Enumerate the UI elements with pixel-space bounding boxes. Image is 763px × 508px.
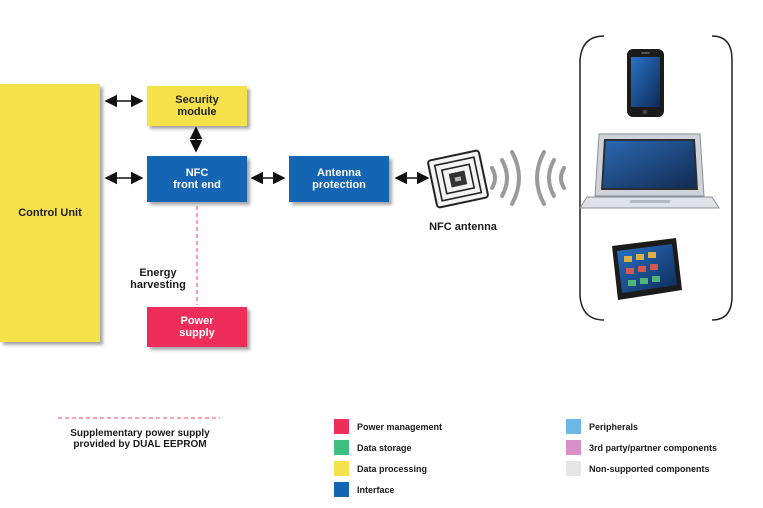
supplementary-power-label: Supplementary power supply provided by D… (70, 428, 210, 450)
nfc-front-end-block: NFC front end (147, 156, 247, 202)
legend-label: 3rd party/partner components (589, 442, 718, 453)
devices-bracket (579, 35, 605, 321)
power-supply-label: Power supply (179, 315, 215, 339)
legend-swatch (334, 440, 349, 455)
legend-item-3rd-party: 3rd party/partner components (566, 440, 717, 455)
legend-label: Data processing (357, 463, 428, 474)
legend-swatch (334, 461, 349, 476)
legend-label: Power management (357, 421, 443, 432)
energy-harvesting-label: Energy harvesting (130, 267, 186, 291)
power-supply-block: Power supply (147, 307, 247, 347)
nfc-antenna-icon (427, 149, 489, 209)
legend-swatch (566, 440, 581, 455)
legend-item-data-storage: Data storage (334, 440, 412, 455)
legend-label: Interface (357, 484, 395, 495)
legend-item-data-processing: Data processing (334, 461, 427, 476)
antenna-protection-label: Antenna protection (312, 167, 366, 191)
nfc-front-end-label: NFC front end (173, 167, 221, 191)
legend-item-power-management: Power management (334, 419, 442, 434)
security-module-block: Security module (147, 86, 247, 126)
legend-label: Non-supported components (589, 463, 710, 474)
legend-swatch (334, 482, 349, 497)
waves-in-icon (535, 150, 566, 206)
legend-label: Peripherals (589, 421, 639, 432)
control-unit-label: Control Unit (18, 207, 82, 219)
tablet-icon (612, 238, 682, 300)
legend-swatch (566, 461, 581, 476)
legend-label: Data storage (357, 442, 412, 453)
security-module-label: Security module (175, 94, 219, 118)
legend-item-interface: Interface (334, 482, 395, 497)
antenna-protection-block: Antenna protection (289, 156, 389, 202)
waves-out-icon (490, 150, 521, 206)
smartphone-icon (627, 49, 664, 117)
devices-bracket-right (711, 35, 733, 321)
legend-item-peripherals: Peripherals (566, 419, 638, 434)
legend-item-non-supported: Non-supported components (566, 461, 710, 476)
laptop-icon (579, 133, 720, 209)
legend-swatch (334, 419, 349, 434)
control-unit-block: Control Unit (0, 84, 100, 342)
legend-swatch (566, 419, 581, 434)
nfc-antenna-label: NFC antenna (429, 221, 497, 233)
